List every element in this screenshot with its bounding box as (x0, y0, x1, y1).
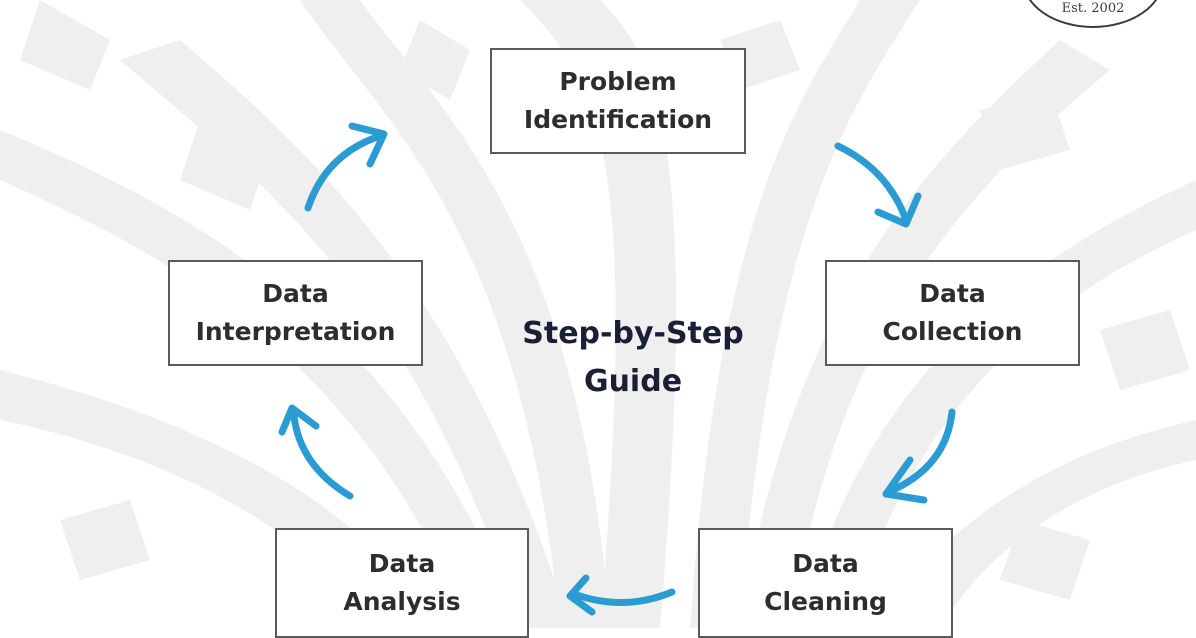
step-label-line: Collection (882, 317, 1023, 346)
step-label-line: Analysis (343, 587, 461, 616)
step-label-line: Data (792, 549, 859, 578)
step-data-collection: Data Collection (825, 260, 1080, 366)
step-data-interpretation: Data Interpretation (168, 260, 423, 366)
step-label-line: Data (368, 549, 436, 578)
step-problem-identification: Problem Identification (490, 48, 746, 154)
diagram-title: Step-by-Step Guide (478, 310, 788, 406)
step-label-line: Problem (559, 67, 677, 96)
step-data-analysis: Data Analysis (275, 528, 529, 638)
title-line: Guide (583, 364, 683, 399)
seal-text: Est. 2002 (1061, 1, 1125, 16)
title-line: Step-by-Step (522, 316, 744, 351)
step-label-line: Data (262, 279, 329, 308)
step-label-line: Interpretation (195, 317, 396, 346)
step-label-line: Cleaning (764, 587, 887, 616)
step-label-line: Identification (523, 105, 713, 134)
step-label-line: Data (919, 279, 986, 308)
step-data-cleaning: Data Cleaning (698, 528, 953, 638)
